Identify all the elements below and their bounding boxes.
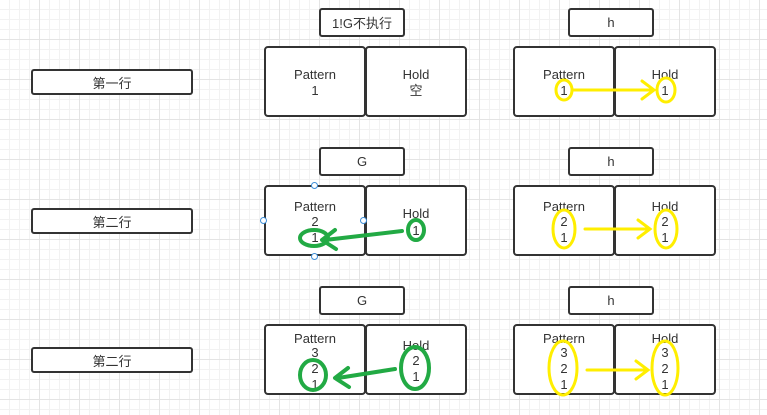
pattern-space-left-2: Pattern 2 1 (264, 185, 366, 256)
hold-space-right-3: Hold 3 2 1 (614, 324, 716, 395)
pattern-space-right-1: Pattern 1 (513, 46, 615, 117)
pattern-value: 1 (560, 377, 568, 392)
pattern-title: Pattern (294, 199, 336, 214)
command-box-left-2: G (319, 147, 405, 176)
command-box-left-1: 1!G不执行 (319, 8, 405, 37)
pattern-value: 1 (311, 83, 319, 98)
hold-title: Hold (402, 338, 430, 353)
hold-space-left-2: Hold 1 (365, 185, 467, 256)
pattern-title: Pattern (294, 331, 336, 346)
hold-value: 1 (412, 369, 420, 384)
command-box-left-3: G (319, 286, 405, 315)
pattern-value: 1 (560, 83, 568, 98)
pattern-value: 2 (311, 214, 319, 229)
hold-value: 1 (412, 223, 420, 238)
pattern-value: 1 (560, 230, 568, 245)
pattern-title: Pattern (294, 67, 336, 82)
pattern-value: 1 (311, 377, 319, 392)
hold-value: 2 (661, 214, 669, 229)
pattern-value: 2 (311, 361, 319, 376)
pattern-space-right-2: Pattern 2 1 (513, 185, 615, 256)
pattern-title: Pattern (543, 331, 585, 346)
pattern-value: 2 (560, 214, 568, 229)
hold-title: Hold (651, 199, 679, 214)
hold-space-left-1: Hold 空 (365, 46, 467, 117)
command-box-right-3: h (568, 286, 654, 315)
hold-title: Hold (402, 206, 430, 221)
selection-handle-top[interactable] (311, 182, 318, 189)
hold-value: 1 (661, 83, 669, 98)
hold-value: 空 (409, 83, 423, 98)
command-box-right-2: h (568, 147, 654, 176)
hold-value: 3 (661, 345, 669, 360)
pattern-title: Pattern (543, 199, 585, 214)
hold-value: 2 (661, 361, 669, 376)
hold-value: 2 (412, 353, 420, 368)
pattern-value: 1 (311, 230, 319, 245)
hold-space-right-1: Hold 1 (614, 46, 716, 117)
hold-space-left-3: Hold 2 1 (365, 324, 467, 395)
pattern-value: 3 (560, 345, 568, 360)
pattern-value: 2 (560, 361, 568, 376)
pattern-space-left-3: Pattern 3 2 1 (264, 324, 366, 395)
hold-value: 1 (661, 230, 669, 245)
row-label-1: 第一行 (31, 69, 193, 95)
pattern-title: Pattern (543, 67, 585, 82)
selection-handle-left[interactable] (260, 217, 267, 224)
command-box-right-1: h (568, 8, 654, 37)
hold-space-right-2: Hold 2 1 (614, 185, 716, 256)
pattern-space-left-1: Pattern 1 (264, 46, 366, 117)
selection-handle-bottom[interactable] (311, 253, 318, 260)
hold-title: Hold (651, 331, 679, 346)
selection-handle-right[interactable] (360, 217, 367, 224)
pattern-space-right-3: Pattern 3 2 1 (513, 324, 615, 395)
pattern-value: 3 (311, 345, 319, 360)
row-label-2: 第二行 (31, 208, 193, 234)
hold-title: Hold (402, 67, 430, 82)
hold-title: Hold (651, 67, 679, 82)
row-label-3: 第二行 (31, 347, 193, 373)
hold-value: 1 (661, 377, 669, 392)
